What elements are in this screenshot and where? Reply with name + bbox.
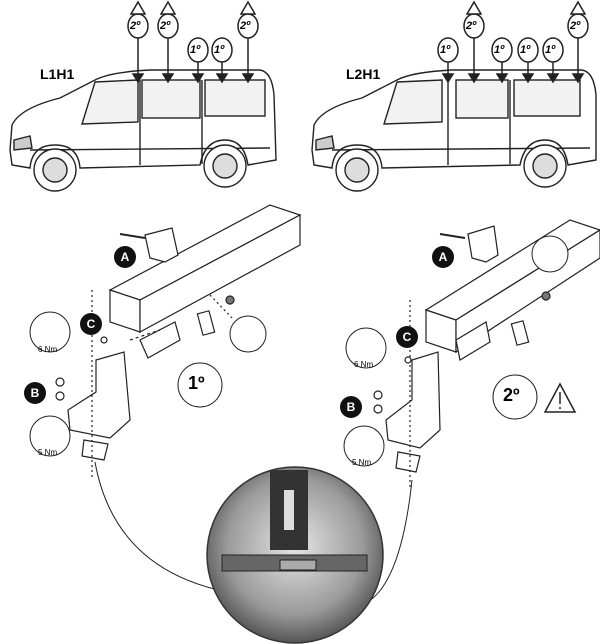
torque-c-left-label: 6 Nm: [38, 345, 58, 354]
marker-circle: 1º: [494, 44, 505, 56]
van-l1h1-illustration: [9, 69, 277, 192]
marker-circle: 2º: [160, 20, 171, 32]
left-bar-assembly: [55, 204, 302, 480]
left-van-arrowhead-0: [131, 73, 145, 84]
step-1-circle: [177, 362, 223, 408]
right-van-arrowhead-1: [467, 73, 481, 84]
marker-circle: 2º: [466, 20, 477, 32]
left-van-warning-icon-1: [159, 0, 177, 15]
torque-b-right-label: 5 Nm: [352, 458, 372, 467]
hand-left-icon: [229, 315, 267, 353]
marker-circle: 1º: [545, 44, 556, 56]
torque-b-right-icon: [343, 425, 385, 467]
right-van-warning-icon-5: [569, 0, 587, 15]
left-van-arrowhead-2: [191, 73, 205, 84]
marker-circle: 2º: [570, 20, 581, 32]
torque-b-left-label: 5 Nm: [38, 448, 58, 457]
callout-c-left: C: [80, 313, 102, 335]
marker-circle: 1º: [214, 44, 225, 56]
van-model-label-l2h1: L2H1: [346, 66, 381, 82]
step-label-right: 2º: [503, 385, 520, 405]
torque-b-left-icon: [29, 415, 71, 457]
step-label-left: 1º: [188, 373, 205, 393]
callout-b-left: B: [24, 382, 46, 404]
left-van-arrowhead-4: [241, 73, 255, 84]
van-l2h1-illustration: [311, 69, 597, 192]
van-model-label-l1h1: L1H1: [40, 66, 75, 82]
step-2-circle: [492, 374, 538, 420]
marker-circle: 2º: [130, 20, 141, 32]
right-van-arrowhead-2: [495, 73, 509, 84]
marker-circle: 1º: [440, 44, 451, 56]
hand-right-icon: [531, 235, 569, 273]
right-van-arrowhead-4: [546, 73, 560, 84]
left-van-arrowhead-3: [215, 73, 229, 84]
left-van-warning-icon-0: [129, 0, 147, 15]
torque-c-right-label: 6 Nm: [354, 360, 374, 369]
marker-circle: 1º: [190, 44, 201, 56]
torque-c-left-icon: [29, 311, 71, 353]
right-van-arrowhead-0: [441, 73, 455, 84]
left-van-arrowhead-1: [161, 73, 175, 84]
marker-circle: 2º: [240, 20, 251, 32]
left-van-warning-icon-4: [239, 0, 257, 15]
callout-c-right: C: [396, 326, 418, 348]
right-van-arrowhead-3: [521, 73, 535, 84]
callout-a-left: A: [114, 246, 136, 268]
right-van-warning-icon-1: [465, 0, 483, 15]
torque-c-right-icon: [345, 327, 387, 369]
callout-b-right: B: [340, 396, 362, 418]
right-van-arrowhead-5: [571, 73, 585, 84]
marker-circle: 1º: [520, 44, 531, 56]
callout-a-right: A: [432, 246, 454, 268]
